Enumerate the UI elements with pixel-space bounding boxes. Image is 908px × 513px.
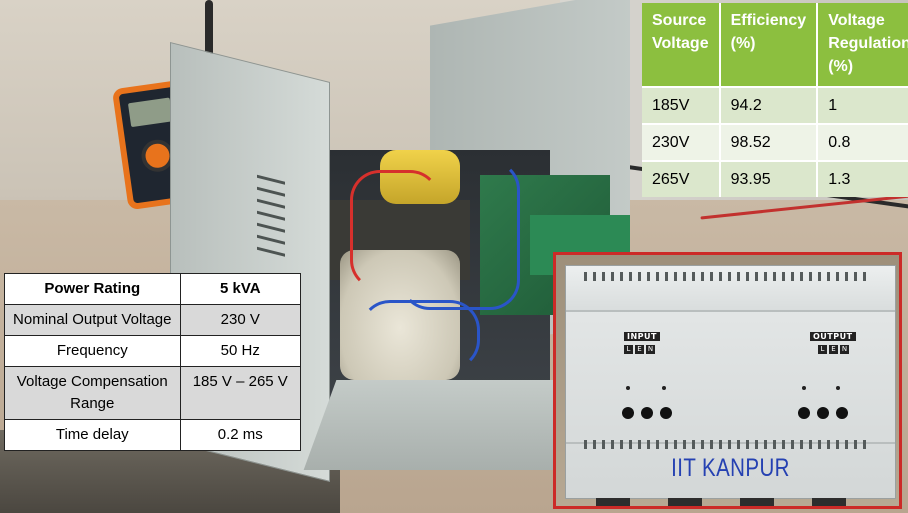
table-row: Time delay 0.2 ms bbox=[4, 419, 302, 451]
stabilizer-front-panel: INPUT L E N OUTPUT L E N IIT KANPUR bbox=[565, 265, 896, 499]
terminal-letter: N bbox=[840, 345, 849, 354]
panel-knob bbox=[660, 407, 672, 419]
source-voltage-cell: 230V bbox=[642, 123, 721, 161]
table-row: Nominal Output Voltage 230 V bbox=[4, 304, 302, 336]
source-voltage-cell: 185V bbox=[642, 86, 721, 124]
col-header-voltage-regulation: Voltage Regulation (%) bbox=[817, 3, 908, 87]
side-vent bbox=[257, 246, 285, 257]
power-rating-value: 5 kVA bbox=[179, 273, 302, 305]
value-cell: 230 V bbox=[179, 304, 302, 336]
col-header-source-voltage: Source Voltage bbox=[642, 3, 721, 87]
parameter-cell: Nominal Output Voltage bbox=[4, 304, 181, 336]
top-cover bbox=[566, 266, 895, 312]
side-vent bbox=[257, 186, 285, 197]
indicator-led bbox=[802, 386, 806, 390]
table-row: Frequency 50 Hz bbox=[4, 335, 302, 367]
panel-knob bbox=[817, 407, 829, 419]
terminal-letter: L bbox=[818, 345, 827, 354]
multimeter-display bbox=[127, 97, 173, 128]
brand-label: IIT KANPUR bbox=[671, 454, 790, 482]
table-row: 230V 98.52 0.8 bbox=[642, 123, 908, 161]
output-label: OUTPUT bbox=[810, 332, 856, 341]
efficiency-table-header: Source Voltage Efficiency (%) Voltage Re… bbox=[642, 3, 908, 87]
panel-knob bbox=[622, 407, 634, 419]
value-cell: 50 Hz bbox=[179, 335, 302, 367]
terminal-letter: L bbox=[624, 345, 633, 354]
parameter-cell: Frequency bbox=[4, 335, 181, 367]
enclosure-base bbox=[303, 380, 587, 470]
side-vent bbox=[257, 198, 285, 209]
regulation-cell: 1.3 bbox=[817, 160, 908, 197]
table-row: Voltage Compensation Range 185 V – 265 V bbox=[4, 366, 302, 420]
bottom-vent-slots bbox=[584, 440, 866, 449]
power-rating-label: Power Rating bbox=[4, 273, 181, 305]
panel-knob bbox=[836, 407, 848, 419]
efficiency-table: Source Voltage Efficiency (%) Voltage Re… bbox=[642, 3, 908, 197]
col-header-efficiency: Efficiency (%) bbox=[719, 3, 819, 87]
efficiency-cell: 93.95 bbox=[719, 160, 819, 197]
enclosure-feet bbox=[596, 498, 846, 506]
input-label: INPUT bbox=[624, 332, 660, 341]
front-panel-inset: INPUT L E N OUTPUT L E N IIT KANPUR bbox=[553, 252, 902, 509]
parameter-cell: Voltage Compensation Range bbox=[4, 366, 181, 420]
blue-wire bbox=[360, 300, 480, 370]
panel-knob bbox=[798, 407, 810, 419]
side-vent bbox=[257, 210, 285, 221]
side-vent bbox=[257, 222, 285, 233]
top-vent-slots bbox=[584, 272, 866, 281]
indicator-led bbox=[836, 386, 840, 390]
spec-table-header: Power Rating 5 kVA bbox=[4, 273, 302, 305]
terminal-letter: E bbox=[829, 345, 838, 354]
input-terminal-letters: L E N bbox=[624, 345, 655, 354]
regulation-cell: 1 bbox=[817, 86, 908, 124]
table-row: 265V 93.95 1.3 bbox=[642, 160, 908, 197]
terminal-letter: N bbox=[646, 345, 655, 354]
panel-base bbox=[566, 440, 895, 498]
table-row: 185V 94.2 1 bbox=[642, 86, 908, 124]
specification-table: Power Rating 5 kVA Nominal Output Voltag… bbox=[4, 273, 302, 451]
side-vent bbox=[257, 234, 285, 245]
regulation-cell: 0.8 bbox=[817, 123, 908, 161]
efficiency-cell: 98.52 bbox=[719, 123, 819, 161]
terminal-letter: E bbox=[635, 345, 644, 354]
parameter-cell: Time delay bbox=[4, 419, 181, 451]
efficiency-cell: 94.2 bbox=[719, 86, 819, 124]
red-wire bbox=[350, 170, 440, 290]
panel-knob bbox=[641, 407, 653, 419]
source-voltage-cell: 265V bbox=[642, 160, 721, 197]
output-terminal-letters: L E N bbox=[818, 345, 849, 354]
value-cell: 0.2 ms bbox=[179, 419, 302, 451]
blue-wire bbox=[400, 160, 520, 310]
hanging-cable bbox=[205, 0, 213, 90]
indicator-led bbox=[662, 386, 666, 390]
value-cell: 185 V – 265 V bbox=[179, 366, 302, 420]
indicator-led bbox=[626, 386, 630, 390]
side-vent bbox=[257, 174, 285, 185]
